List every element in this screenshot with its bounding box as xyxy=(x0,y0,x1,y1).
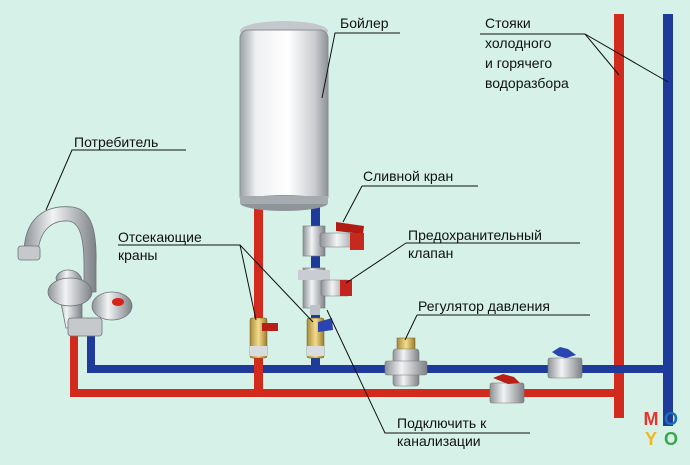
label-pressure-regulator: Регулятор давления xyxy=(418,298,550,314)
cold-main-pipe xyxy=(87,365,673,373)
leader-drain-2 xyxy=(342,185,363,223)
boiler-hot-pipe xyxy=(254,207,263,397)
label-sewer-2: канализации xyxy=(397,433,481,449)
logo-letter-y: Y xyxy=(644,429,657,449)
drain-valve xyxy=(302,222,364,257)
leader-sewer xyxy=(326,309,530,434)
label-boiler: Бойлер xyxy=(340,15,389,31)
leader-boiler xyxy=(321,32,400,99)
pressure-regulator xyxy=(384,337,428,387)
label-risers-2: холодного xyxy=(485,35,552,51)
boiler-tank xyxy=(239,21,329,211)
leader-consumer xyxy=(45,149,186,211)
cold-faucet-feed xyxy=(87,334,95,373)
leader-safety-2 xyxy=(345,242,407,284)
label-risers-4: водоразбора xyxy=(485,75,569,91)
label-safety-valve-2: клапан xyxy=(408,245,454,261)
leader-shutoff-2 xyxy=(239,244,314,323)
safety-valve xyxy=(298,267,352,315)
leader-lines xyxy=(45,32,669,434)
logo-letter-o1: O xyxy=(663,409,678,429)
leader-risers xyxy=(480,33,620,76)
label-shutoff-2: краны xyxy=(118,247,158,263)
cold-riser-valve xyxy=(547,347,583,379)
label-consumer: Потребитель xyxy=(74,134,159,150)
hot-riser-valve xyxy=(489,374,525,404)
label-risers-1: Стояки xyxy=(485,15,531,31)
label-safety-valve-1: Предохранительный xyxy=(408,227,542,243)
label-risers-3: и горячего xyxy=(485,55,553,71)
label-sewer-1: Подключить к xyxy=(397,415,487,431)
hot-main-pipe xyxy=(70,389,624,397)
hot-shutoff-valve xyxy=(249,317,278,359)
cold-riser-pipe xyxy=(663,14,673,426)
cold-shutoff-valve xyxy=(306,317,333,359)
logo-letter-o2: O xyxy=(663,429,678,449)
logo-letter-m: M xyxy=(643,409,659,429)
label-shutoff-1: Отсекающие xyxy=(118,229,202,245)
leader-risers-cold xyxy=(584,33,669,83)
label-drain-valve: Сливной кран xyxy=(363,168,454,184)
hot-faucet-feed xyxy=(70,334,78,397)
hot-riser-pipe xyxy=(614,14,624,418)
faucet xyxy=(17,206,133,337)
leader-regulator-2 xyxy=(404,314,418,341)
